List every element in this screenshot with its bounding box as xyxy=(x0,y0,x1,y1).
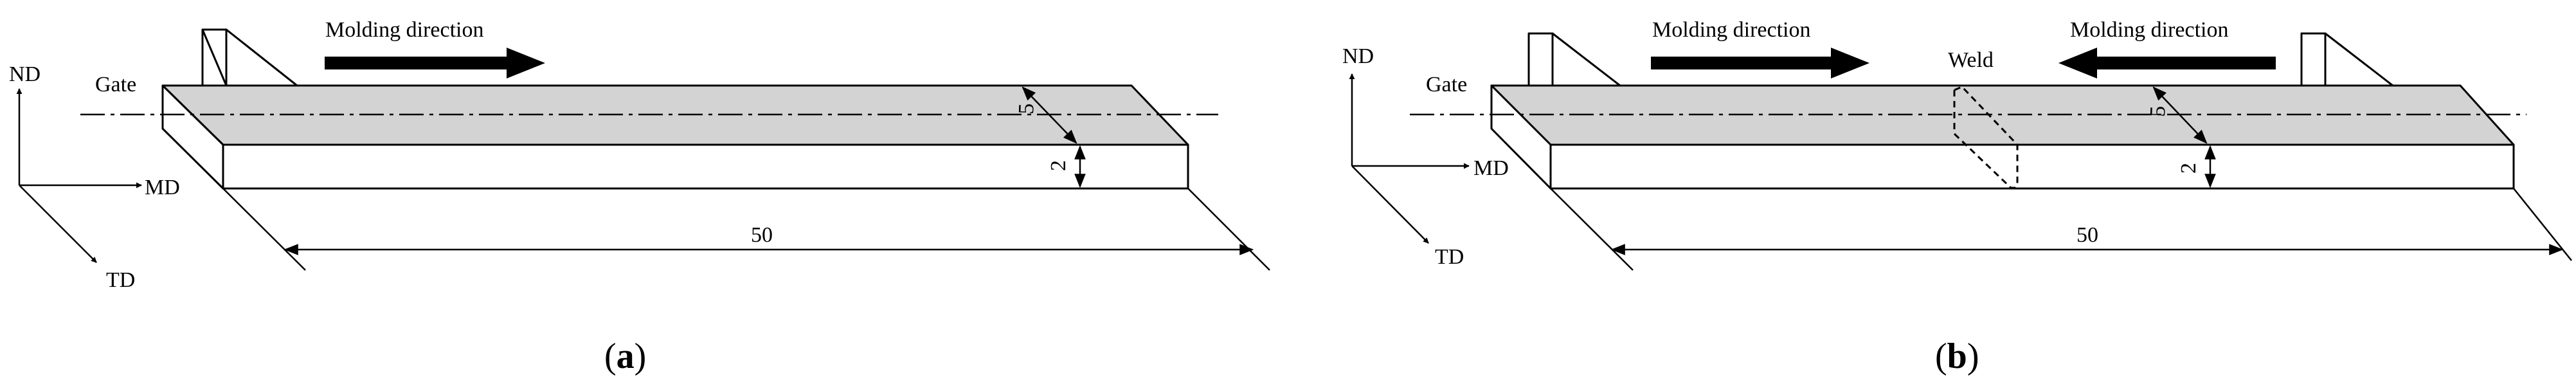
width-dimension-label: 5 xyxy=(2146,105,2170,117)
length-extension-left xyxy=(222,188,306,271)
gate-block-b-left xyxy=(1527,32,1621,87)
weld-label: Weld xyxy=(1948,48,1994,72)
gate-front-face xyxy=(1527,32,1554,87)
molding-direction-arrow-right xyxy=(1651,48,1869,78)
td-axis-arrow xyxy=(1351,165,1429,244)
gate-block-a xyxy=(201,28,298,87)
weld-plane-outline xyxy=(1954,86,2019,188)
caption-a-open: ( xyxy=(604,336,617,376)
thickness-dimension-label: 2 xyxy=(2177,163,2201,174)
caption-a: (a) xyxy=(604,336,646,376)
td-label: TD xyxy=(1435,245,1464,269)
caption-b-close: ) xyxy=(1967,336,1979,376)
thickness-dimension-label: 2 xyxy=(1047,160,1070,171)
gate-label: Gate xyxy=(95,73,136,96)
specimen-bar-a xyxy=(161,84,1189,190)
width-dimension-line xyxy=(2152,86,2208,144)
width-dimension-line xyxy=(1022,86,1077,144)
caption-b: (b) xyxy=(1935,336,1979,376)
length-extension-right xyxy=(1187,188,1270,271)
molding-direction-label: Molding direction xyxy=(325,18,483,42)
gate-front-face-right xyxy=(2300,32,2327,87)
gate-side-face xyxy=(1551,32,1621,87)
gate-label: Gate xyxy=(1426,73,1467,96)
molding-direction-label-right: Molding direction xyxy=(2070,18,2228,42)
molding-direction-label-left: Molding direction xyxy=(1652,18,1810,42)
panel-a: ND MD TD Gate Molding direction 5 2 xyxy=(9,18,1270,376)
molding-direction-arrow-left xyxy=(2058,48,2276,78)
axes-a: ND MD TD xyxy=(9,62,180,292)
nd-label: ND xyxy=(1342,44,1374,68)
molding-direction-arrow xyxy=(325,48,545,78)
md-label: MD xyxy=(1473,156,1509,180)
td-axis-arrow xyxy=(19,185,97,263)
gate-top-face xyxy=(225,28,298,87)
gate-side-face-right xyxy=(2324,32,2394,87)
specimen-bar-b xyxy=(1490,84,2515,190)
caption-b-open: ( xyxy=(1935,336,1947,376)
caption-a-close: ) xyxy=(635,336,647,376)
length-dimension-label: 50 xyxy=(2076,223,2098,247)
weld-plane-outline-lower xyxy=(1953,90,2017,189)
length-extension-left xyxy=(1550,188,1634,271)
gate-block-b-right xyxy=(2300,32,2394,87)
bar-front-face xyxy=(222,143,1189,190)
panel-b: ND MD TD Gate Molding direction Molding … xyxy=(1342,18,2572,376)
caption-a-letter: a xyxy=(617,336,635,376)
axes-b: ND MD TD xyxy=(1342,44,1509,269)
width-dimension-label: 5 xyxy=(1014,103,1039,114)
nd-label: ND xyxy=(9,62,41,86)
bar-front-face xyxy=(1549,143,2515,190)
length-dimension-label: 50 xyxy=(751,223,773,247)
md-label: MD xyxy=(145,176,180,199)
weld-plane xyxy=(1953,86,2019,189)
td-label: TD xyxy=(106,268,135,292)
caption-b-letter: b xyxy=(1947,336,1967,376)
